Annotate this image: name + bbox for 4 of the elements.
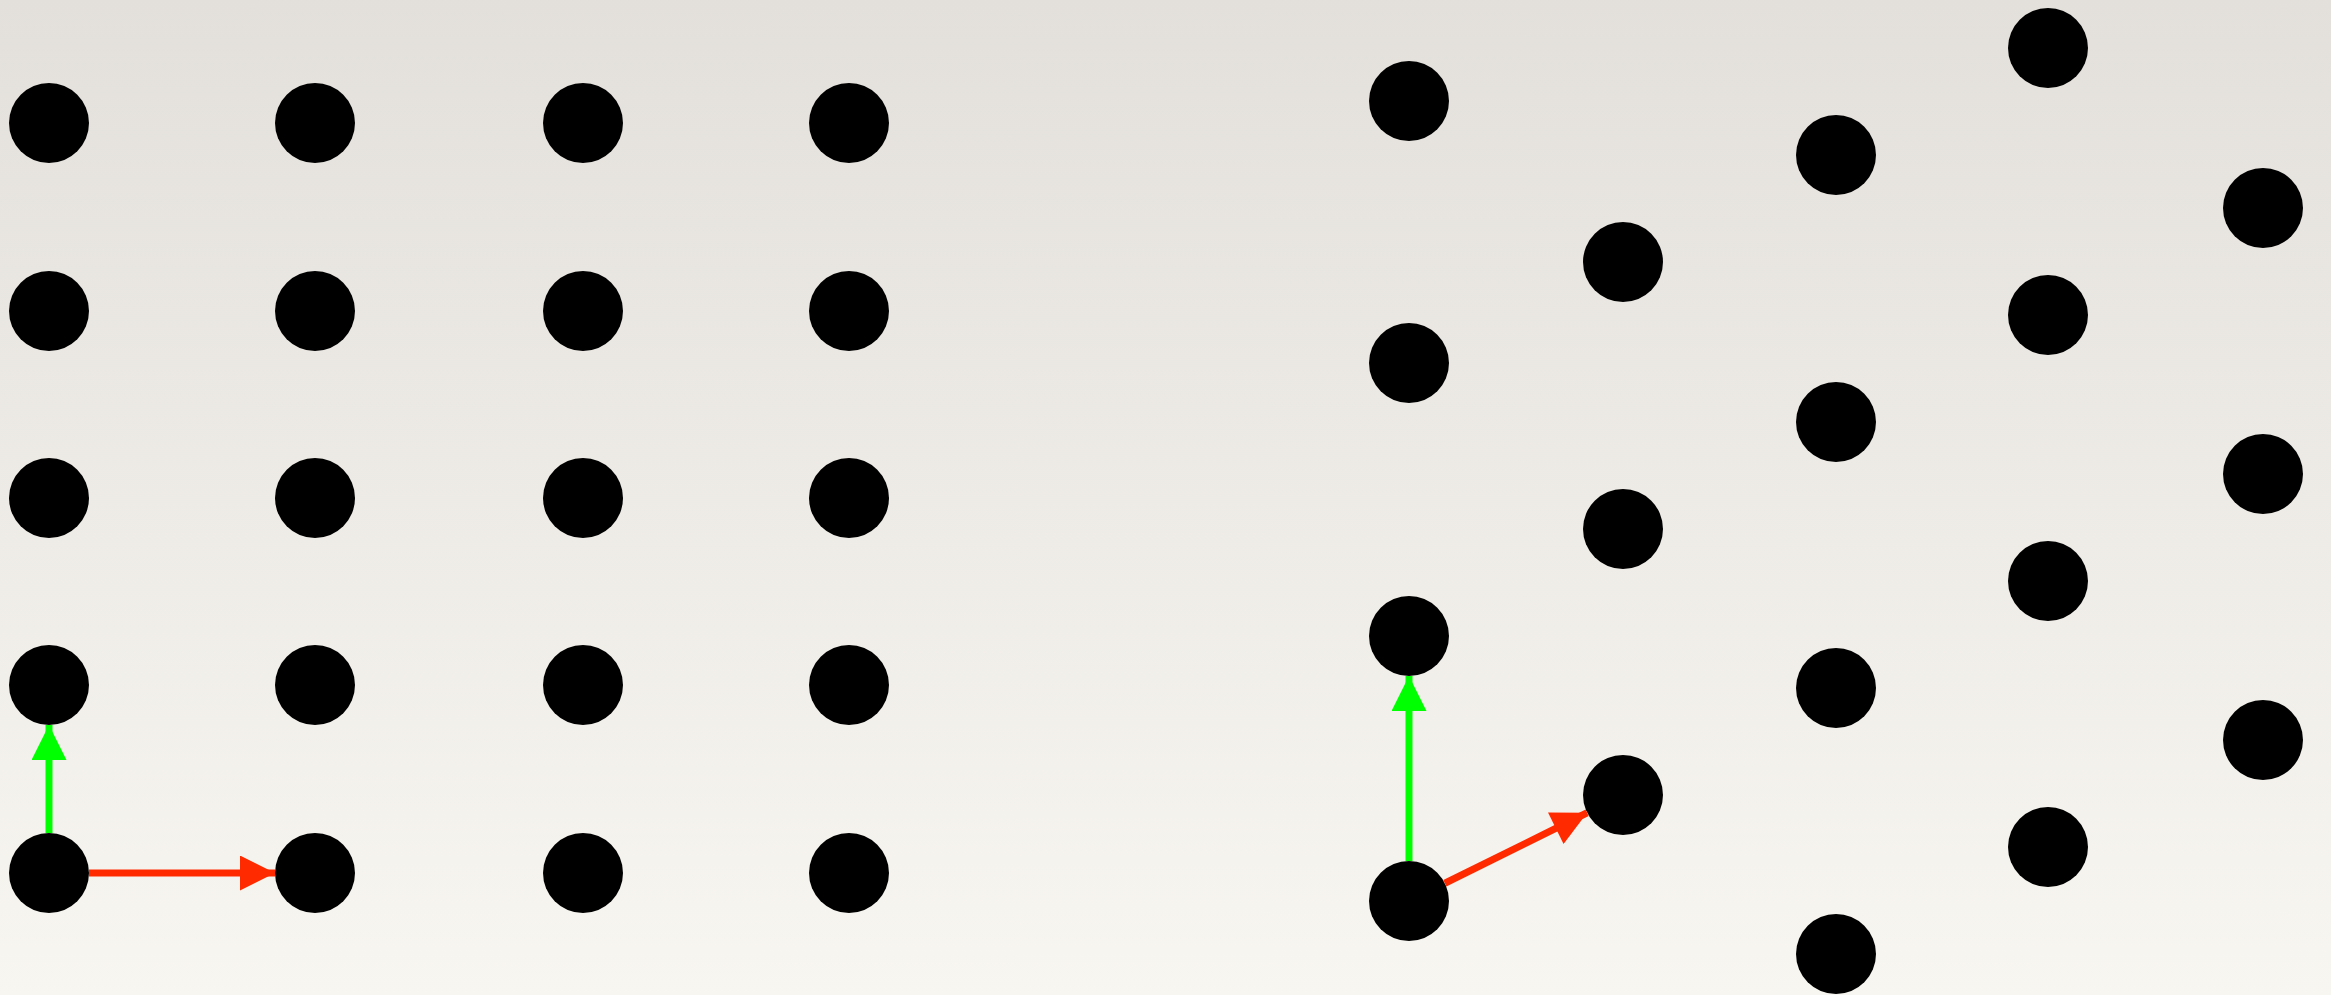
arrow [1443, 809, 1589, 887]
arrow [89, 855, 275, 891]
arrow [1391, 676, 1427, 861]
arrow [31, 725, 67, 833]
